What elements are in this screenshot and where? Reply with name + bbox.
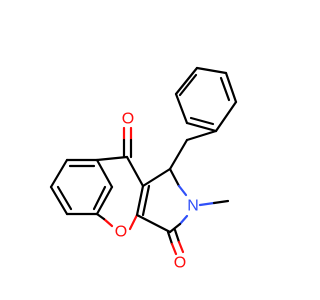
bond [195,66,228,75]
bond [95,185,114,216]
lactam-oxygen-label: O [174,255,186,272]
bond [135,184,145,217]
bond-to-nitrogen [178,214,189,226]
bond-double-inner [141,184,151,217]
bond-to-oxygen [128,213,139,231]
bond-to-nitrogen [177,184,188,197]
bond [135,213,172,234]
ring-nitrogen-label: N [187,198,199,215]
bond [185,129,218,142]
bond [49,185,69,216]
molecule-diagram: O O O N [0,0,300,300]
bond-double-inner [92,185,107,211]
ketone-oxygen-label: O [122,111,134,128]
bond-lactam [173,228,181,244]
bond [141,167,172,188]
bond-double-inner [189,116,215,126]
bond [49,158,69,189]
bond [125,155,145,188]
bond [214,100,238,133]
lactam-ring [135,167,230,256]
benzo-ring [49,158,114,216]
bond [174,92,189,125]
bond [95,158,114,189]
bond-lactam [166,230,174,246]
bond-to-nitrogen [198,201,216,207]
background [0,0,300,300]
bond [168,167,181,188]
bond-double-inner [56,185,73,211]
bond-lactam [177,240,185,254]
bond [185,121,218,133]
bond [168,138,189,171]
bond-to-oxygen [102,217,114,228]
bond [224,71,238,104]
bond-double-inner [178,73,198,97]
bond-methyl [212,199,230,205]
structure-drawing: O O O N [0,0,300,300]
bond [174,66,199,96]
bond [95,155,129,162]
pyranone-ring [95,126,151,231]
bond-lactam [170,242,178,256]
phenyl-ring [168,66,238,171]
bond [95,212,106,221]
bond [168,222,182,234]
ring-oxygen-label: O [115,224,127,241]
bond-double-inner [219,76,231,102]
